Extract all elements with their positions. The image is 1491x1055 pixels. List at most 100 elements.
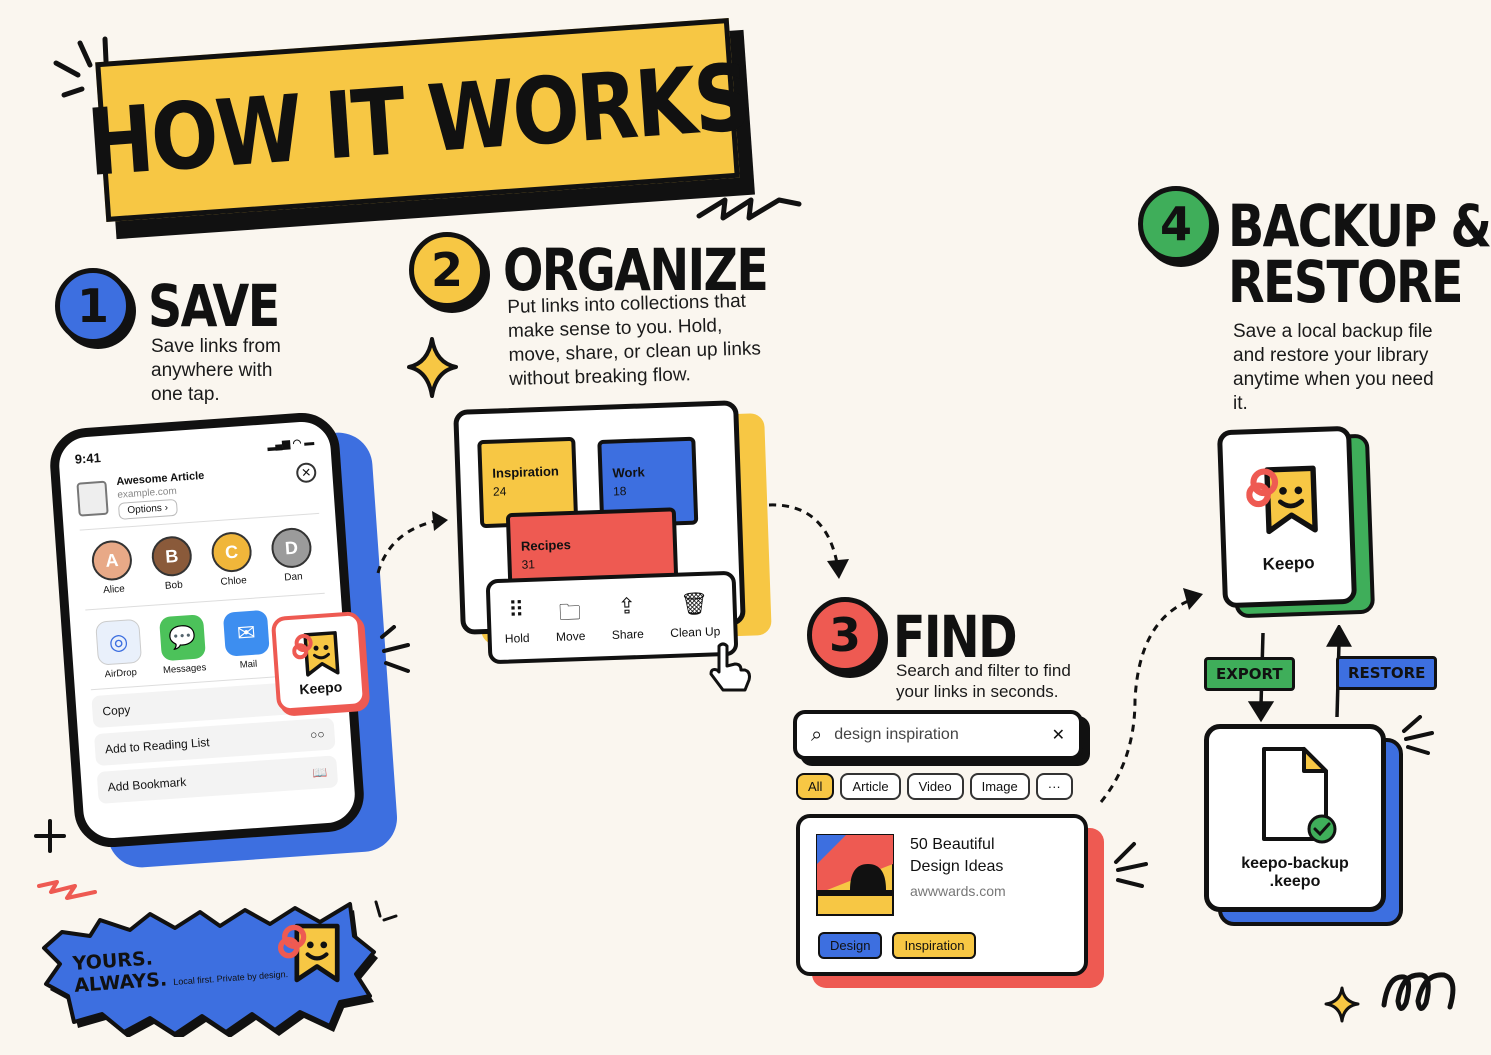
search-value: design inspiration [834,726,959,743]
step-1-number: 1 [55,268,131,344]
filter-chips: All Article Video Image ··· [796,773,1073,800]
contact-name: Chloe [220,575,248,588]
grid-dots-icon: ⠿ [507,596,525,623]
backup-file-name-1: keepo-backup [1241,855,1349,872]
step-4-num-text: 4 [1159,197,1192,251]
filter-more[interactable]: ··· [1035,773,1073,800]
folder-name: Recipes [520,537,572,554]
result-title-line-2: Design Ideas [910,858,1004,875]
step-1-num-text: 1 [76,279,109,333]
tool-move[interactable]: 🗀 Move [555,594,586,644]
app-messages[interactable]: 💬Messages [150,614,216,677]
emphasis-lines-icon [374,900,398,922]
filter-article[interactable]: Article [840,773,901,800]
clear-icon[interactable]: ✕ [1051,727,1065,744]
flow-arrow-1 [376,511,448,574]
step-2-title: ORGANIZE [503,236,769,304]
organize-toolbar: ⠿ Hold 🗀 Move ⇪ Share 🗑 Clean Up [485,570,739,665]
filter-image[interactable]: Image [969,773,1030,800]
step-2-num-text: 2 [430,243,463,297]
signal-icon: ▂▄▆ ◠ ▬ [267,437,315,452]
filter-all[interactable]: All [796,773,835,800]
tag-design[interactable]: Design [818,932,883,959]
plus-doodle-icon [34,819,66,853]
options-button[interactable]: Options › [117,498,178,520]
step-2-number: 2 [409,232,485,308]
search-input[interactable]: ⌕ design inspiration ✕ [793,710,1083,760]
action-label: Copy [101,702,131,719]
folder-count: 18 [612,484,627,499]
search-result-card[interactable]: 50 Beautiful Design Ideas awwwards.com D… [796,814,1088,976]
tool-hold[interactable]: ⠿ Hold [503,596,530,646]
restore-button[interactable]: RESTORE [1336,656,1438,690]
loop-doodle-icon [1381,972,1456,1011]
backup-app-name: Keepo [1262,553,1315,574]
avatar: A [90,539,134,582]
step-1-desc: Save links from anywhere with one tap. [151,336,281,405]
avatar: B [150,534,194,578]
airdrop-icon: ◎ [95,618,143,666]
filter-video[interactable]: Video [906,773,964,800]
result-title-line-1: 50 Beautiful [910,836,995,853]
keepo-logo-icon [278,923,340,983]
step-2-desc: Put links into collections that make sen… [507,290,762,390]
action-label: Add to Reading List [104,735,211,757]
result-domain: awwwards.com [910,883,1006,899]
sparkle-small-icon [1324,986,1360,1023]
sparkle-icon [407,337,458,398]
keepo-logo-icon [1246,465,1318,535]
folder-icon: 🗀 [558,598,582,625]
emphasis-lines-icon [1114,842,1148,888]
tool-label: Clean Up [670,623,721,640]
folder-name: Work [612,464,645,481]
tool-clean-up[interactable]: 🗑 Clean Up [669,590,721,640]
trash-icon: 🗑 [679,590,709,617]
tool-share[interactable]: ⇪ Share [610,592,645,642]
step-1-title: SAVE [148,272,280,340]
close-icon[interactable]: ✕ [295,462,317,484]
app-mail[interactable]: ✉Mail [214,609,280,672]
burst-doodle-icon [53,36,109,98]
folder-count: 24 [492,484,507,499]
emphasis-lines-icon [1402,715,1434,755]
page-title: HOW IT WORKS [83,43,752,197]
flow-arrow-3 [1099,588,1203,803]
pointer-hand-icon [709,642,751,692]
mail-icon: ✉ [222,609,270,657]
step-4-number: 4 [1138,186,1214,262]
phone-time: 9:41 [74,450,102,467]
export-button[interactable]: EXPORT [1204,657,1295,691]
squiggle-doodle-icon [696,197,802,221]
contact-name: Alice [102,583,126,597]
tap-burst-icon [380,625,410,673]
step-4-title: BACKUP & RESTORE [1228,192,1491,316]
zigzag-doodle-icon [37,880,97,900]
backup-file-name-2: .keepo [1269,873,1321,890]
file-check-icon [1262,747,1337,844]
step-4-desc: Save a local backup file and restore you… [1233,321,1434,414]
tool-label: Move [555,628,586,644]
app-airdrop[interactable]: ◎AirDrop [86,618,152,681]
contact-name: Bob [164,579,184,592]
tool-label: Share [611,626,645,642]
book-icon: 📖 [311,764,328,780]
contact-name: Dan [283,571,304,584]
folder-count: 31 [521,557,536,572]
tag-inspiration[interactable]: Inspiration [892,932,977,959]
app-label: Messages [162,662,207,677]
document-icon [76,480,109,517]
app-label: Mail [239,658,258,671]
keepo-logo-icon [292,631,340,677]
action-label: Add Bookmark [107,774,187,795]
avatar: C [210,530,253,574]
result-thumbnail [816,834,894,916]
step-3-num-text: 3 [828,608,861,662]
keepo-share-target[interactable]: Keepo [270,610,368,714]
tool-label: Hold [504,630,530,646]
search-icon: ⌕ [811,723,823,746]
share-icon: ⇪ [617,592,637,619]
